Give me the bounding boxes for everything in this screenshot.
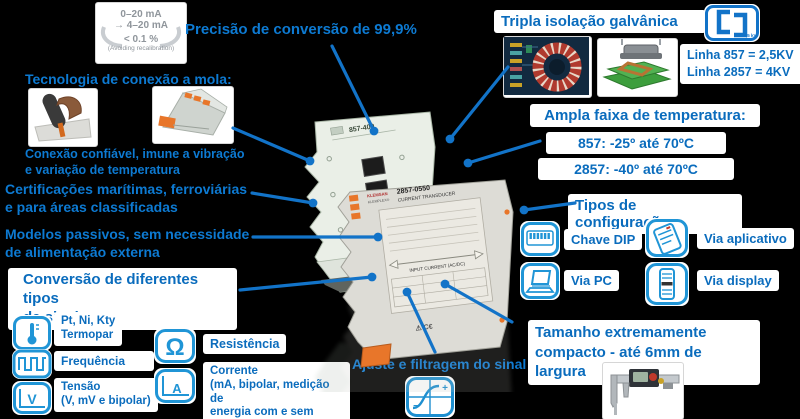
voltage-label: Tensão (V, mV e bipolar) [54,378,158,412]
temperature-range-2857-text: 2857: -40º até 70ºC [574,161,698,177]
temperature-heading-text: Ampla faixa de temperatura: [544,107,746,124]
toroid-photo [503,36,592,98]
spring-module-photo [152,86,234,144]
precision-label: Precisão de conversão de 99,9% [185,21,417,38]
dip-switch-label: Chave DIP [564,229,643,250]
isolation-lines: Linha 857 = 2,5KV Linha 2857 = 4KV [680,44,800,84]
isolation-rating-icon: 2,5 kV [704,4,760,42]
via-display-label-text: Via display [704,273,772,288]
badge-range-out: → 4–20 mA [114,20,168,31]
resistance-label-text: Resistência [210,337,280,351]
certifications-label: Certificações marítimas, ferroviárias e … [5,181,248,215]
planar-transformer-illustration [602,39,672,90]
front-module-series-text: KLEMPLEX® [368,198,390,205]
resistance-icon: Ω [154,328,196,364]
tablet-app-icon [645,218,689,258]
badge-accuracy: < 0.1 % [123,34,159,45]
front-module-model-text: 2857-0550 [396,185,430,196]
spring-tech-caption: Conexão confiável, imune a vibração e va… [25,147,245,178]
front-module-label-text: INPUT CURRENT (AC/DC) [409,261,466,273]
spring-clamp-photo [28,88,98,147]
laurel-wings-icon [101,26,181,48]
voltage-label-text: Tensão (V, mV e bipolar) [61,381,151,407]
spring-clamp-illustration [34,93,92,142]
svg-text:V: V [27,391,37,407]
spring-tech-heading: Tecnologia de conexão a mola: [25,71,232,87]
frequency-label-text: Frequência [61,354,126,368]
current-label-text: Corrente (mA, bipolar, medição de energi… [210,365,330,419]
svg-text:−: − [413,401,419,412]
square-wave-icon [12,349,52,379]
front-module-brand-text: KLEMSAN [367,191,388,198]
temperature-range-2857: 2857: -40º até 70ºC [538,158,734,180]
via-aplicativo-label-text: Via aplicativo [704,231,787,246]
isolation-rating-text: 2,5 kV [743,33,756,38]
via-pc-label-text: Via PC [571,273,612,288]
temperature-heading: Ampla faixa de temperatura: [530,104,760,127]
dip-switch-icon [520,221,560,257]
passive-models-label: Modelos passivos, sem necessidade de ali… [5,226,250,260]
via-pc-label: Via PC [564,270,619,291]
via-display-label: Via display [697,270,779,291]
thermometer-label-text: Pt, Ni, Kty Termopar [61,315,116,341]
svg-text:Ω: Ω [165,334,184,361]
resistance-label: Resistência [203,334,287,354]
caliper-photo [602,362,684,419]
caliper-illustration [610,369,680,415]
dip-switch-label-text: Chave DIP [571,232,636,247]
front-module-2857: KLEMSAN KLEMPLEX® 2857-0550 CURRENT TRAN… [337,179,514,368]
toroid-illustration [504,37,589,95]
isolation-heading: Tripla isolação galvânica [494,10,706,33]
svg-text:A: A [172,381,182,396]
laptop-icon [520,262,560,300]
current-icon: A [154,368,196,404]
thermometer-label: Pt, Ni, Kty Termopar [54,312,123,346]
compact-size-box: Tamanho extremamente compacto - até 6mm … [528,320,760,385]
converter-modules-image: 857-400 ⚠ CE KLEMS [304,111,514,392]
isolation-heading-text: Tripla isolação galvânica [501,13,678,30]
badge-range-in: 0–20 mA [120,9,162,20]
temperature-range-857-text: 857: -25º até 70ºC [577,135,695,151]
spring-module-illustration [158,88,228,136]
frequency-label: Frequência [54,351,154,371]
temperature-range-857: 857: -25º até 70ºC [546,132,726,154]
voltage-icon: V [12,381,52,415]
compact-size-text: Tamanho extremamente compacto - até 6mm … [535,324,707,380]
isolation-lines-text: Linha 857 = 2,5KV Linha 2857 = 4KV [687,48,794,79]
thermometer-icon [12,315,52,351]
badge-note: (Avoiding recalibration) [107,45,175,52]
display-icon [645,262,689,306]
accuracy-badge: 0–20 mA → 4–20 mA < 0.1 % (Avoiding reca… [95,2,187,64]
via-aplicativo-label: Via aplicativo [697,228,794,249]
planar-transformer-photo [597,38,678,97]
